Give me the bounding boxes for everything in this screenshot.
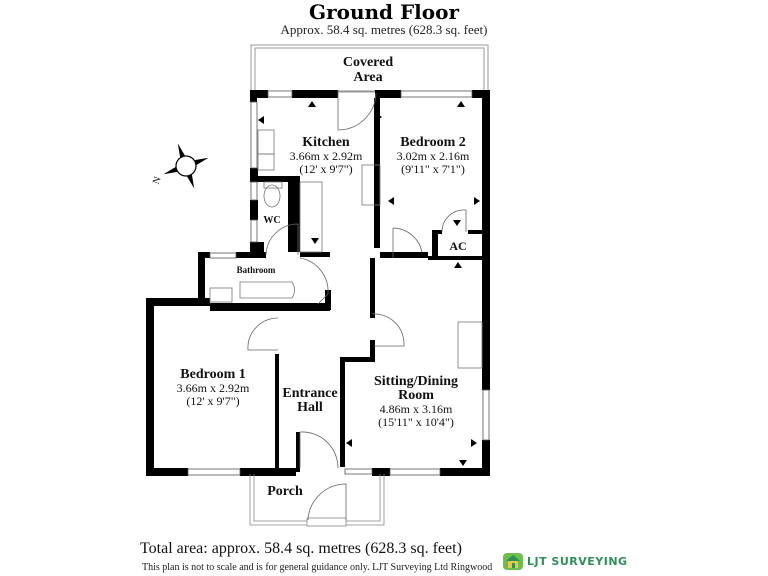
room-covered-area: Covered [343,55,393,70]
logo-text: LJT SURVEYING [527,554,628,568]
room-entrance-hall: Entrance [282,386,337,401]
room-kitchen-imperial: (12' x 9'7") [299,162,352,176]
room-sitting-dining-metric: 4.86m x 3.16m [380,402,453,416]
room-bedroom-2-imperial: (9'11" x 7'1") [401,162,465,176]
windows [187,90,490,476]
walls [146,90,490,476]
room-porch: Porch [267,484,303,499]
house-logo-icon [503,553,523,570]
room-bathroom: Bathroom [237,265,276,275]
compass-icon [163,143,209,189]
room-sitting-dining-imperial: (15'11" x 10'4") [378,415,454,429]
room-bedroom-2: Bedroom 2 [400,135,465,150]
company-logo: LJT SURVEYING [502,551,628,571]
total-area: Total area: approx. 58.4 sq. metres (628… [140,540,462,557]
room-kitchen-metric: 3.66m x 2.92m [290,149,363,163]
room-wc: WC [263,215,280,226]
room-kitchen: Kitchen [302,135,350,150]
room-entrance-hall-2: Hall [297,400,323,415]
radiator-markers [258,101,480,466]
room-ac: AC [449,239,466,253]
page-title: Ground Floor [309,0,459,24]
page-subtitle: Approx. 58.4 sq. metres (628.3 sq. feet) [280,22,488,37]
room-bedroom-2-metric: 3.02m x 2.16m [397,149,470,163]
room-sitting-dining: Sitting/Dining [374,374,458,389]
doors [247,90,467,521]
compass-label: N [151,175,164,186]
porch-outline [249,474,385,527]
room-bedroom-1-metric: 3.66m x 2.92m [177,381,250,395]
covered-area-outline [250,44,489,93]
fixtures [209,129,483,369]
room-bedroom-1: Bedroom 1 [180,367,245,382]
room-bedroom-1-imperial: (12' x 9'7") [186,394,239,408]
room-covered-area-2: Area [353,70,382,85]
room-sitting-dining-2: Room [398,388,434,403]
disclaimer: This plan is not to scale and is for gen… [142,562,493,573]
